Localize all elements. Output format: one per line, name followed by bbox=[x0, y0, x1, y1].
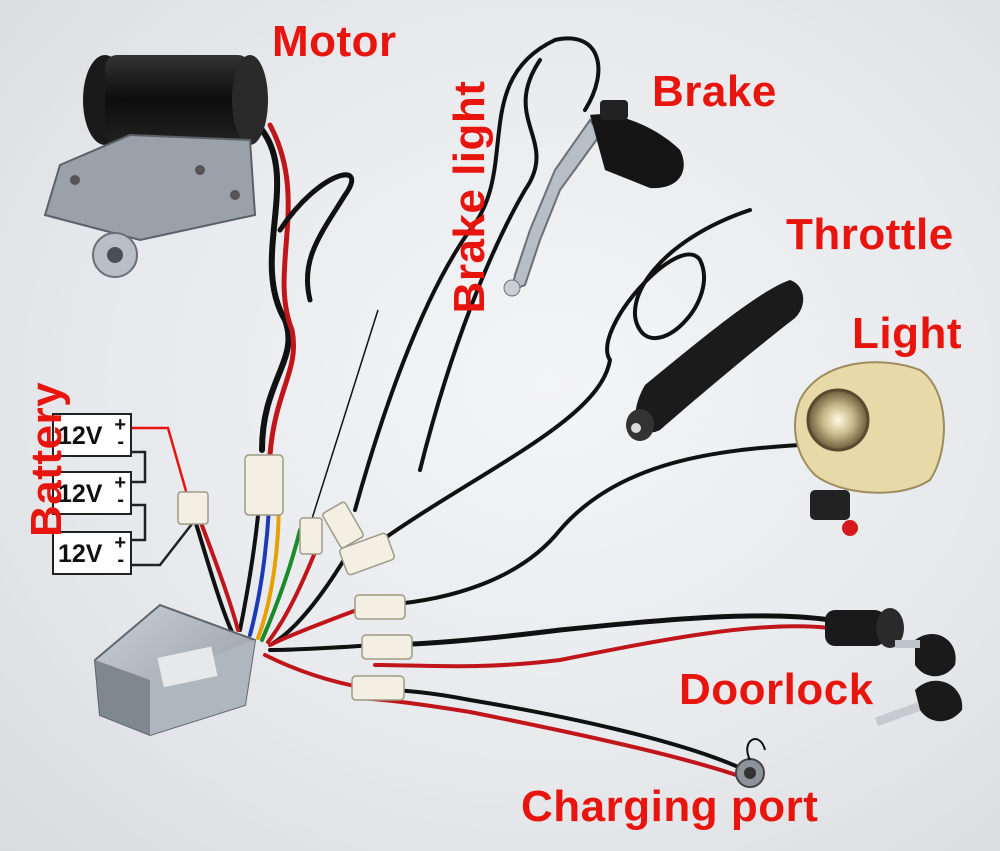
brake-lever-icon bbox=[503, 100, 684, 297]
battery-minus-sign: - bbox=[117, 489, 124, 511]
battery-minus-sign: - bbox=[117, 549, 124, 571]
motor-label: Motor bbox=[272, 17, 397, 66]
motor-icon bbox=[43, 55, 268, 278]
battery-plus-sign: + bbox=[114, 532, 126, 554]
doorlock-cable bbox=[372, 613, 833, 669]
motor-wires bbox=[259, 122, 355, 458]
light-cable bbox=[383, 443, 802, 607]
battery-plus-sign: + bbox=[114, 472, 126, 494]
controller-box-icon bbox=[93, 603, 257, 737]
battery-wires bbox=[132, 426, 196, 567]
battery-cell-3: 12V + - bbox=[52, 531, 132, 575]
light-label: Light bbox=[852, 309, 963, 358]
throttle-cable bbox=[373, 208, 752, 547]
battery-voltage: 12V bbox=[58, 480, 103, 508]
connectors bbox=[177, 454, 413, 701]
key-lock-icon bbox=[825, 608, 963, 727]
controller-wires bbox=[193, 458, 377, 690]
brake-cables bbox=[353, 36, 601, 512]
battery-plus-sign: + bbox=[114, 414, 126, 436]
throttle-grip-icon bbox=[626, 280, 804, 441]
throttle-label: Throttle bbox=[786, 210, 954, 259]
charging-port-label: Charging port bbox=[521, 782, 819, 831]
battery-voltage: 12V bbox=[58, 422, 103, 450]
brake-light-pointer bbox=[309, 309, 379, 526]
battery-cell-2: 12V + - bbox=[52, 471, 132, 515]
charging-port-icon bbox=[735, 738, 766, 788]
battery-label: Battery bbox=[22, 381, 71, 537]
brake-label: Brake bbox=[652, 67, 777, 116]
headlight-icon bbox=[794, 361, 945, 536]
battery-voltage: 12V bbox=[58, 540, 103, 568]
battery-cell-1: 12V + - bbox=[52, 413, 132, 457]
brake-light-label: Brake light bbox=[445, 80, 494, 314]
battery-minus-sign: - bbox=[117, 431, 124, 453]
doorlock-label: Doorlock bbox=[679, 665, 874, 714]
